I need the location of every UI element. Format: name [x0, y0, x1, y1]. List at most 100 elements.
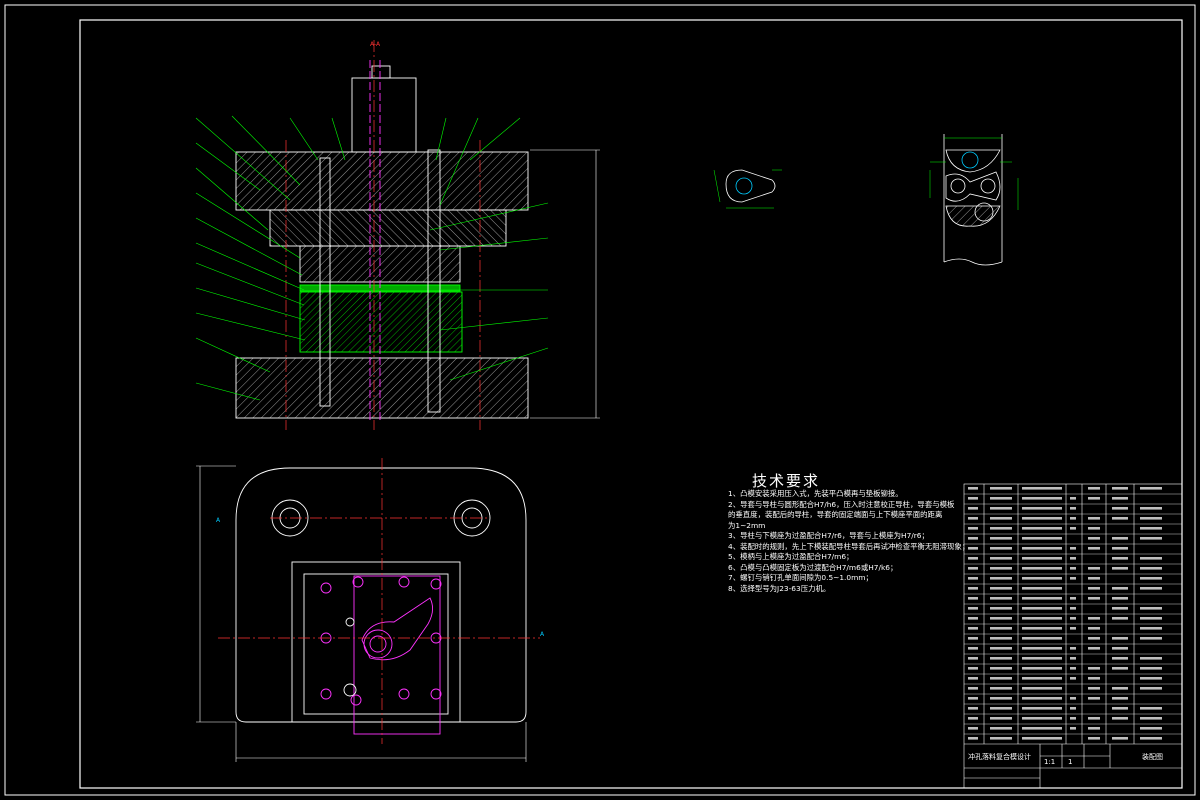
parts-list-text-placeholders: [968, 487, 1162, 740]
parts-list-cell-mark: [1088, 687, 1100, 690]
parts-list-cell-mark: [1088, 627, 1100, 630]
parts-list-cell-mark: [1070, 557, 1076, 560]
parts-list-cell-mark: [1112, 647, 1128, 650]
parts-list-cell-mark: [968, 697, 978, 700]
parts-list-cell-mark: [1088, 597, 1100, 600]
parts-list-cell-mark: [1022, 627, 1062, 630]
parts-list-cell-mark: [1022, 607, 1062, 610]
parts-list-cell-mark: [990, 667, 1012, 670]
parts-list-cell-mark: [990, 677, 1012, 680]
lower-die-plate: [299, 291, 463, 353]
parts-list-cell-mark: [968, 647, 978, 650]
title-block-scale: 1:1: [1044, 758, 1056, 766]
requirement-item: 3、导柱与下模座为过盈配合H7/r6，导套与上模座为H7/r6；: [728, 531, 929, 540]
section-label: A-A: [370, 41, 381, 48]
parts-list-cell-mark: [1088, 697, 1100, 700]
parts-list-cell-mark: [990, 507, 1012, 510]
parts-list-cell-mark: [990, 617, 1012, 620]
parts-list-cell-mark: [1140, 637, 1162, 640]
parts-list-cell-mark: [1022, 697, 1062, 700]
parts-list-cell-mark: [1070, 717, 1076, 720]
parts-list-cell-mark: [1112, 607, 1128, 610]
parts-list-cell-mark: [968, 707, 978, 710]
parts-list-cell-mark: [1112, 657, 1128, 660]
parts-list-cell-mark: [1088, 617, 1100, 620]
parts-list-cell-mark: [1112, 697, 1128, 700]
requirement-item: 7、螺钉与销钉孔单面间隙为0.5~1.0mm；: [728, 573, 873, 582]
leader-lines: [195, 115, 549, 401]
parts-list-cell-mark: [1112, 617, 1128, 620]
parts-list-cell-mark: [1070, 497, 1076, 500]
parts-list-cell-mark: [1088, 637, 1100, 640]
plan-dimensions: [196, 465, 527, 762]
parts-list-cell-mark: [1022, 567, 1062, 570]
parts-list-cell-mark: [968, 567, 978, 570]
parts-list-cell-mark: [1022, 557, 1062, 560]
parts-list-cell-mark: [1088, 717, 1100, 720]
parts-list-cell-mark: [990, 537, 1012, 540]
parts-list-cell-mark: [1088, 727, 1100, 730]
parts-list-cell-mark: [1112, 557, 1128, 560]
parts-list-cell-mark: [990, 657, 1012, 660]
parts-list-cell-mark: [1070, 647, 1076, 650]
parts-list-cell-mark: [1112, 707, 1128, 710]
parts-list-cell-mark: [1140, 567, 1162, 570]
parts-list-cell-mark: [1140, 677, 1162, 680]
parts-list-cell-mark: [968, 627, 978, 630]
parts-list-cell-mark: [1140, 717, 1162, 720]
title-block-drawing-name: 冲孔落料复合模设计: [968, 753, 1031, 761]
parts-list-cell-mark: [1070, 667, 1076, 670]
parts-list-cell-mark: [1140, 667, 1162, 670]
workpiece-view: [713, 169, 782, 209]
parts-list-cell-mark: [1070, 607, 1076, 610]
title-block-drawing-type: 装配图: [1142, 753, 1163, 761]
requirement-item: 4、装配时的规则，先上下模装配导柱导套后再试冲检查平衡无阻滞现象；: [728, 541, 968, 551]
parts-list-cell-mark: [968, 727, 978, 730]
parts-list-cell-mark: [1022, 677, 1062, 680]
parts-list-cell-mark: [968, 517, 978, 520]
parts-list-cell-mark: [1088, 567, 1100, 570]
parts-list-cell-mark: [1140, 487, 1162, 490]
parts-list-cell-mark: [1112, 507, 1128, 510]
parts-list-cell-mark: [990, 597, 1012, 600]
parts-list-cell-mark: [1070, 527, 1076, 530]
parts-list-cell-mark: [968, 547, 978, 550]
parts-list-cell-mark: [1112, 737, 1128, 740]
requirement-item: 的垂直度，装配后的导柱，导套的固定端面与上下模座平面的距离: [728, 510, 943, 519]
parts-list-cell-mark: [990, 587, 1012, 590]
parts-list-cell-mark: [1140, 737, 1162, 740]
parts-list-cell-mark: [1112, 687, 1128, 690]
parts-list-cell-mark: [1112, 597, 1128, 600]
parts-list-cell-mark: [968, 657, 978, 660]
parts-list-cell-mark: [1022, 737, 1062, 740]
technical-requirements-title: 技术要求: [752, 472, 821, 490]
parts-list-cell-mark: [1070, 577, 1076, 580]
parts-list-cell-mark: [1088, 547, 1100, 550]
parts-list-cell-mark: [1022, 507, 1062, 510]
title-block-sheets: 1: [1068, 758, 1073, 766]
parts-list-cell-mark: [968, 537, 978, 540]
parts-list-cell-mark: [1112, 517, 1128, 520]
parts-list-cell-mark: [1088, 677, 1100, 680]
parts-list-cell-mark: [968, 637, 978, 640]
section-view: A-A: [235, 41, 529, 420]
svg-text:A: A: [540, 631, 545, 638]
parts-list-cell-mark: [1022, 487, 1062, 490]
parts-list-cell-mark: [1022, 647, 1062, 650]
parts-list-cell-mark: [1140, 727, 1162, 730]
parts-list-cell-mark: [1088, 517, 1100, 520]
parts-list-cell-mark: [990, 637, 1012, 640]
parts-list-cell-mark: [1070, 507, 1076, 510]
guide-post-left: [319, 157, 331, 407]
shank-top: [371, 65, 391, 79]
parts-list-cell-mark: [1112, 537, 1128, 540]
parts-list-cell-mark: [1088, 667, 1100, 670]
center-lines: [285, 40, 481, 430]
parts-list-cell-mark: [990, 557, 1012, 560]
parts-list-cell-mark: [1140, 577, 1162, 580]
parts-list-cell-mark: [1022, 617, 1062, 620]
parts-list-cell-mark: [968, 487, 978, 490]
parts-list-cell-mark: [968, 597, 978, 600]
parts-list-cell-mark: [1022, 527, 1062, 530]
